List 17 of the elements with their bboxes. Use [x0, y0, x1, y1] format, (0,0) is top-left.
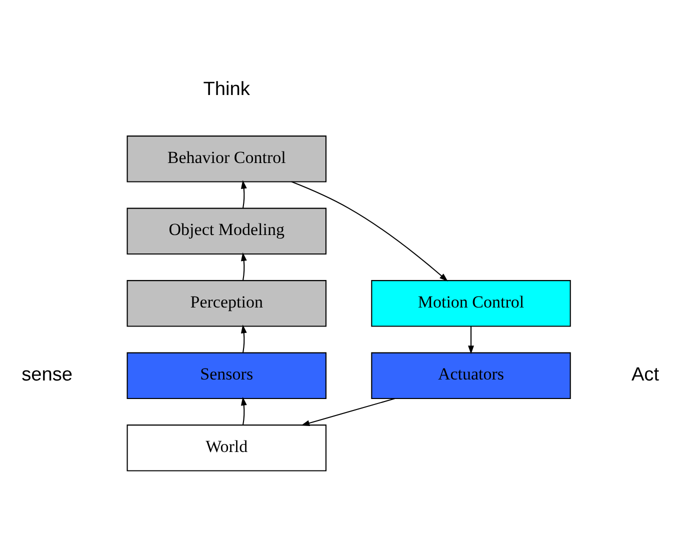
arrow — [240, 324, 247, 353]
node-box: World — [126, 424, 326, 472]
label: Think — [203, 79, 250, 100]
arrow — [240, 180, 247, 208]
arrow — [468, 326, 474, 354]
arrow — [301, 398, 396, 426]
label: sense — [22, 364, 73, 386]
node-box: Sensors — [126, 352, 326, 400]
arrow — [291, 181, 448, 282]
arrow — [240, 252, 247, 280]
node-box: Motion Control — [371, 280, 571, 327]
node-box: Behavior Control — [126, 136, 326, 182]
node-box: Object Modeling — [126, 208, 326, 255]
arrow — [240, 396, 247, 425]
node-box: Actuators — [371, 352, 571, 400]
node-box: Perception — [126, 280, 326, 327]
label: Act — [631, 364, 660, 386]
